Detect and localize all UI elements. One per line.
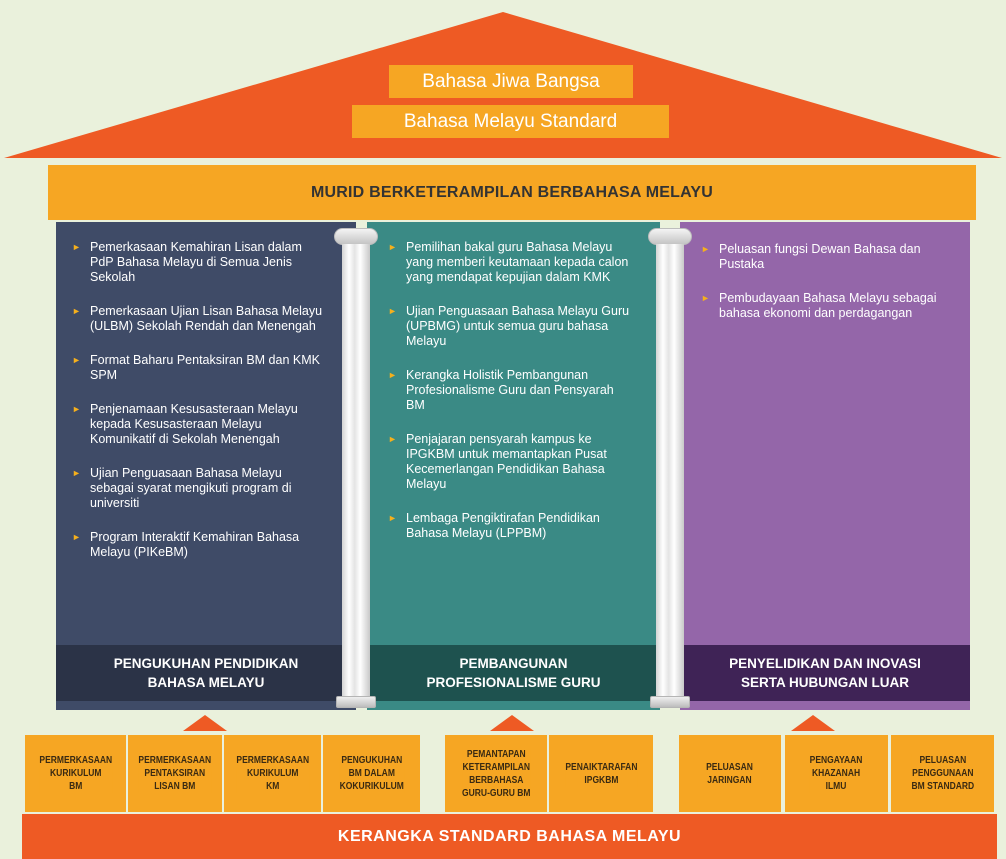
list-item: ► Pembudayaan Bahasa Melayu sebagai bahas…: [695, 291, 955, 321]
column-pengukuhan: ► Pemerkasaan Kemahiran Lisan dalam PdP B…: [66, 240, 328, 579]
item-text: Ujian Penguasaan Bahasa Melayu sebagai s…: [90, 466, 292, 510]
arrow-up-icon: [490, 715, 534, 731]
list-item: ► Ujian Penguasaan Bahasa Melayu Guru (UP…: [382, 304, 632, 349]
bullet-icon: ►: [72, 468, 81, 478]
bullet-icon: ►: [72, 404, 81, 414]
list-item: ► Lembaga Pengiktirafan Pendidikan Bahasa…: [382, 511, 632, 541]
column-footer-3: PENYELIDIKAN DAN INOVASI SERTA HUBUNGAN L…: [680, 645, 970, 701]
item-text: Penjajaran pensyarah kampus ke IPGKBM un…: [406, 432, 607, 491]
column-pembangunan: ► Pemilihan bakal guru Bahasa Melayu yang…: [382, 240, 632, 560]
pillar-2: [656, 244, 684, 698]
bullet-icon: ►: [388, 513, 397, 523]
footer-line: SERTA HUBUNGAN LUAR: [741, 675, 909, 690]
footer-line: PEMBANGUNAN: [459, 656, 568, 671]
pillar-capital-1: [334, 228, 378, 245]
item-text: Pembudayaan Bahasa Melayu sebagai bahasa…: [719, 291, 937, 320]
item-text: Format Baharu Pentaksiran BM dan KMK SPM: [90, 353, 320, 382]
base-bar: KERANGKA STANDARD BAHASA MELAYU: [22, 814, 997, 859]
footer-line: PENYELIDIKAN DAN INOVASI: [729, 656, 921, 671]
column-footer-2: PEMBANGUNAN PROFESIONALISME GURU: [367, 645, 660, 701]
bullet-icon: ►: [72, 532, 81, 542]
bullet-icon: ►: [701, 244, 710, 254]
arrow-up-icon: [183, 715, 227, 731]
item-text: Kerangka Holistik Pembangunan Profesiona…: [406, 368, 614, 412]
bullet-icon: ►: [72, 242, 81, 252]
column-footer-1: PENGUKUHAN PENDIDIKAN BAHASA MELAYU: [56, 645, 356, 701]
list-item: ► Penjenamaan Kesusasteraan Melayu kepada…: [66, 402, 328, 447]
list-item: ► Kerangka Holistik Pembangunan Profesion…: [382, 368, 632, 413]
item-text: Penjenamaan Kesusasteraan Melayu kepada …: [90, 402, 298, 446]
list-item: ► Pemilihan bakal guru Bahasa Melayu yang…: [382, 240, 632, 285]
roof-title-line1: Bahasa Jiwa Bangsa: [389, 65, 633, 98]
roof-title-line2: Bahasa Melayu Standard: [352, 105, 669, 138]
bullet-icon: ►: [701, 293, 710, 303]
bullet-icon: ►: [388, 242, 397, 252]
bullet-icon: ►: [388, 370, 397, 380]
item-text: Peluasan fungsi Dewan Bahasa dan Pustaka: [719, 242, 921, 271]
pillar-base-2: [650, 696, 690, 708]
bullet-icon: ►: [72, 355, 81, 365]
list-item: ► Pemerkasaan Ujian Lisan Bahasa Melayu (…: [66, 304, 328, 334]
bullet-icon: ►: [388, 306, 397, 316]
column-panel-2: [367, 222, 660, 710]
list-item: ► Ujian Penguasaan Bahasa Melayu sebagai …: [66, 466, 328, 511]
item-text: Ujian Penguasaan Bahasa Melayu Guru (UPB…: [406, 304, 630, 348]
list-item: ► Penjajaran pensyarah kampus ke IPGKBM u…: [382, 432, 632, 492]
pillar-1: [342, 244, 370, 698]
footer-line: PENGUKUHAN PENDIDIKAN: [113, 656, 299, 671]
pillar-capital-2: [648, 228, 692, 245]
list-item: ► Program Interaktif Kemahiran Bahasa Mel…: [66, 530, 328, 560]
list-item: ► Format Baharu Pentaksiran BM dan KMK SP…: [66, 353, 328, 383]
bullet-icon: ►: [72, 306, 81, 316]
column-panel-3: [680, 222, 970, 710]
list-item: ► Pemerkasaan Kemahiran Lisan dalam PdP B…: [66, 240, 328, 285]
item-text: Lembaga Pengiktirafan Pendidikan Bahasa …: [406, 511, 600, 540]
column-penyelidikan: ► Peluasan fungsi Dewan Bahasa dan Pustak…: [695, 242, 955, 340]
pillar-base-1: [336, 696, 376, 708]
item-text: Pemerkasaan Kemahiran Lisan dalam PdP Ba…: [90, 240, 302, 284]
item-text: Pemilihan bakal guru Bahasa Melayu yang …: [406, 240, 629, 284]
arrow-up-icon: [791, 715, 835, 731]
footer-line: BAHASA MELAYU: [147, 675, 265, 690]
item-text: Program Interaktif Kemahiran Bahasa Mela…: [90, 530, 300, 559]
list-item: ► Peluasan fungsi Dewan Bahasa dan Pustak…: [695, 242, 955, 272]
bullet-icon: ►: [388, 434, 397, 444]
item-text: Pemerkasaan Ujian Lisan Bahasa Melayu (U…: [90, 304, 323, 333]
main-banner: MURID BERKETERAMPILAN BERBAHASA MELAYU: [48, 165, 976, 220]
footer-line: PROFESIONALISME GURU: [426, 675, 601, 690]
column-panel-1: [56, 222, 356, 710]
